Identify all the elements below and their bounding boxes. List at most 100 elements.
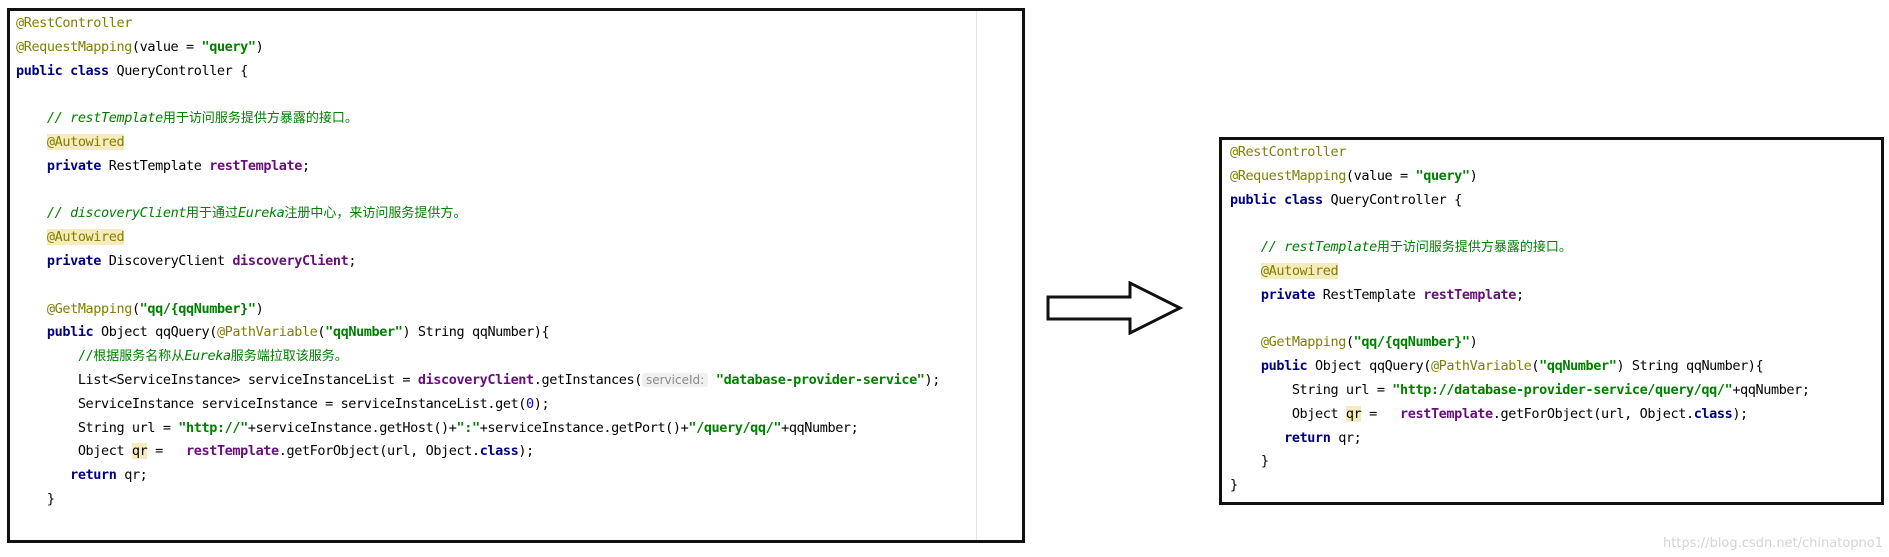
code-line: //根据服务名称从Eureka服务端拉取该服务。 <box>16 345 940 369</box>
code-token: ); <box>518 443 534 460</box>
code-token <box>1230 334 1261 350</box>
code-line: return qr; <box>1230 427 1810 451</box>
comment-token: Eureka <box>184 348 231 365</box>
code-token: QueryController { <box>1322 191 1462 208</box>
string-token: ":" <box>456 419 481 436</box>
code-line: private RestTemplate restTemplate; <box>1230 284 1810 308</box>
code-line: public Object qqQuery(@PathVariable("qqN… <box>16 321 940 345</box>
code-panel-after: @RestController@RequestMapping(value = "… <box>1219 137 1884 505</box>
code-token: (value = <box>131 38 202 55</box>
code-line <box>16 179 940 203</box>
code-line: private RestTemplate restTemplate; <box>16 155 940 179</box>
keyword-token: class <box>1693 405 1733 422</box>
field-token: restTemplate <box>1423 286 1516 303</box>
code-line: public Object qqQuery(@PathVariable("qqN… <box>1230 355 1810 379</box>
annotation-token: @RestController <box>16 15 132 31</box>
code-token: +qqNumber; <box>1732 381 1810 398</box>
string-token: "http://" <box>178 419 248 436</box>
code-token <box>1230 358 1261 374</box>
code-token: ; <box>348 252 357 269</box>
code-block-before: @RestController @RequestMapping(value = "… <box>16 12 940 540</box>
code-line: // restTemplate用于访问服务提供方暴露的接口。 <box>16 107 940 131</box>
code-token: QueryController { <box>108 62 248 79</box>
code-line: @GetMapping("qq/{qqNumber}") <box>16 298 940 322</box>
annotation-token: @RequestMapping <box>1230 167 1346 184</box>
keyword-token: class <box>479 443 519 460</box>
code-token: = <box>1361 405 1401 422</box>
code-token: +serviceInstance.getPort()+ <box>479 419 689 436</box>
code-token: RestTemplate <box>101 157 210 174</box>
annotation-token: @Autowired <box>1260 262 1339 279</box>
code-token: DiscoveryClient <box>101 252 233 269</box>
field-token: discoveryClient <box>417 371 534 388</box>
comment-token: 注册中心，来访问服务提供方。 <box>284 206 467 222</box>
code-line: public class QueryController { <box>1230 189 1810 213</box>
comment-token: 服务端拉取该服务。 <box>230 349 348 365</box>
code-token <box>16 324 47 340</box>
keyword-token: public class <box>1230 191 1323 208</box>
code-token <box>708 372 716 388</box>
code-line <box>1230 308 1810 332</box>
number-token: 0 <box>526 395 534 412</box>
string-token: "qq/{qqNumber}" <box>1353 334 1470 351</box>
string-token: "query" <box>201 38 256 55</box>
code-token: ) <box>255 38 264 55</box>
code-token: } <box>16 539 24 540</box>
code-token <box>16 110 47 126</box>
code-line: ServiceInstance serviceInstance = servic… <box>16 393 940 417</box>
code-line <box>16 274 940 298</box>
comment-token: 用于访问服务提供方暴露的接口。 <box>1376 240 1572 256</box>
comment-token: // <box>77 348 94 365</box>
code-token: ); <box>1732 405 1748 422</box>
keyword-token: public <box>46 324 94 341</box>
string-token: "qqNumber" <box>1539 358 1617 375</box>
code-token: ) String qqNumber){ <box>1616 358 1764 375</box>
arrow-shape <box>1046 281 1184 335</box>
code-token: .getInstances( <box>533 371 643 388</box>
field-token: discoveryClient <box>232 252 349 269</box>
code-line: @RequestMapping(value = "query") <box>16 36 940 60</box>
highlighted-variable-token: qr <box>1345 405 1362 422</box>
code-token: String url = <box>16 419 179 436</box>
code-token: RestTemplate <box>1315 286 1424 303</box>
code-line <box>16 83 940 107</box>
code-line: return qr; <box>16 464 940 488</box>
code-line: } <box>1230 450 1810 474</box>
code-token: ; <box>1515 286 1524 303</box>
comment-token: 根据服务名称从 <box>93 349 185 365</box>
code-token: +serviceInstance.getHost()+ <box>247 419 457 436</box>
comment-token: // restTemplate <box>1260 239 1377 256</box>
keyword-token: private <box>46 252 102 269</box>
code-line: @Autowired <box>16 131 940 155</box>
code-token: ); <box>533 395 550 412</box>
annotation-token: @PathVariable <box>1430 358 1532 375</box>
code-token: (value = <box>1345 167 1416 184</box>
code-token: } <box>16 490 55 507</box>
annotation-token: @Autowired <box>46 133 125 150</box>
code-token: ) <box>1469 334 1478 351</box>
code-token <box>16 134 47 150</box>
code-line: } <box>16 536 940 540</box>
comment-token: // discoveryClient <box>46 205 187 222</box>
keyword-token: private <box>1260 286 1316 303</box>
code-token: ) <box>1469 167 1478 184</box>
annotation-token: @GetMapping <box>46 300 132 317</box>
string-token: "qqNumber" <box>325 324 403 341</box>
code-token: = <box>147 443 187 460</box>
code-token: qr; <box>1330 429 1362 446</box>
code-line: @Autowired <box>1230 260 1810 284</box>
code-token: Object <box>16 443 132 460</box>
code-line: } <box>1230 474 1810 498</box>
parameter-hint: serviceId: <box>641 372 709 387</box>
code-token: .getForObject(url, Object. <box>278 443 480 460</box>
code-token: ) <box>255 300 264 317</box>
code-token <box>1230 287 1261 303</box>
comment-token: 用于访问服务提供方暴露的接口。 <box>162 111 358 127</box>
code-token <box>1230 239 1261 255</box>
code-line: // discoveryClient用于通过Eureka注册中心，来访问服务提供… <box>16 202 940 226</box>
annotation-token: @RequestMapping <box>16 38 132 55</box>
field-token: restTemplate <box>186 443 279 460</box>
string-token: "http://database-provider-service/query/… <box>1392 381 1733 398</box>
field-token: restTemplate <box>209 157 302 174</box>
code-line: Object qr = restTemplate.getForObject(ur… <box>1230 403 1810 427</box>
